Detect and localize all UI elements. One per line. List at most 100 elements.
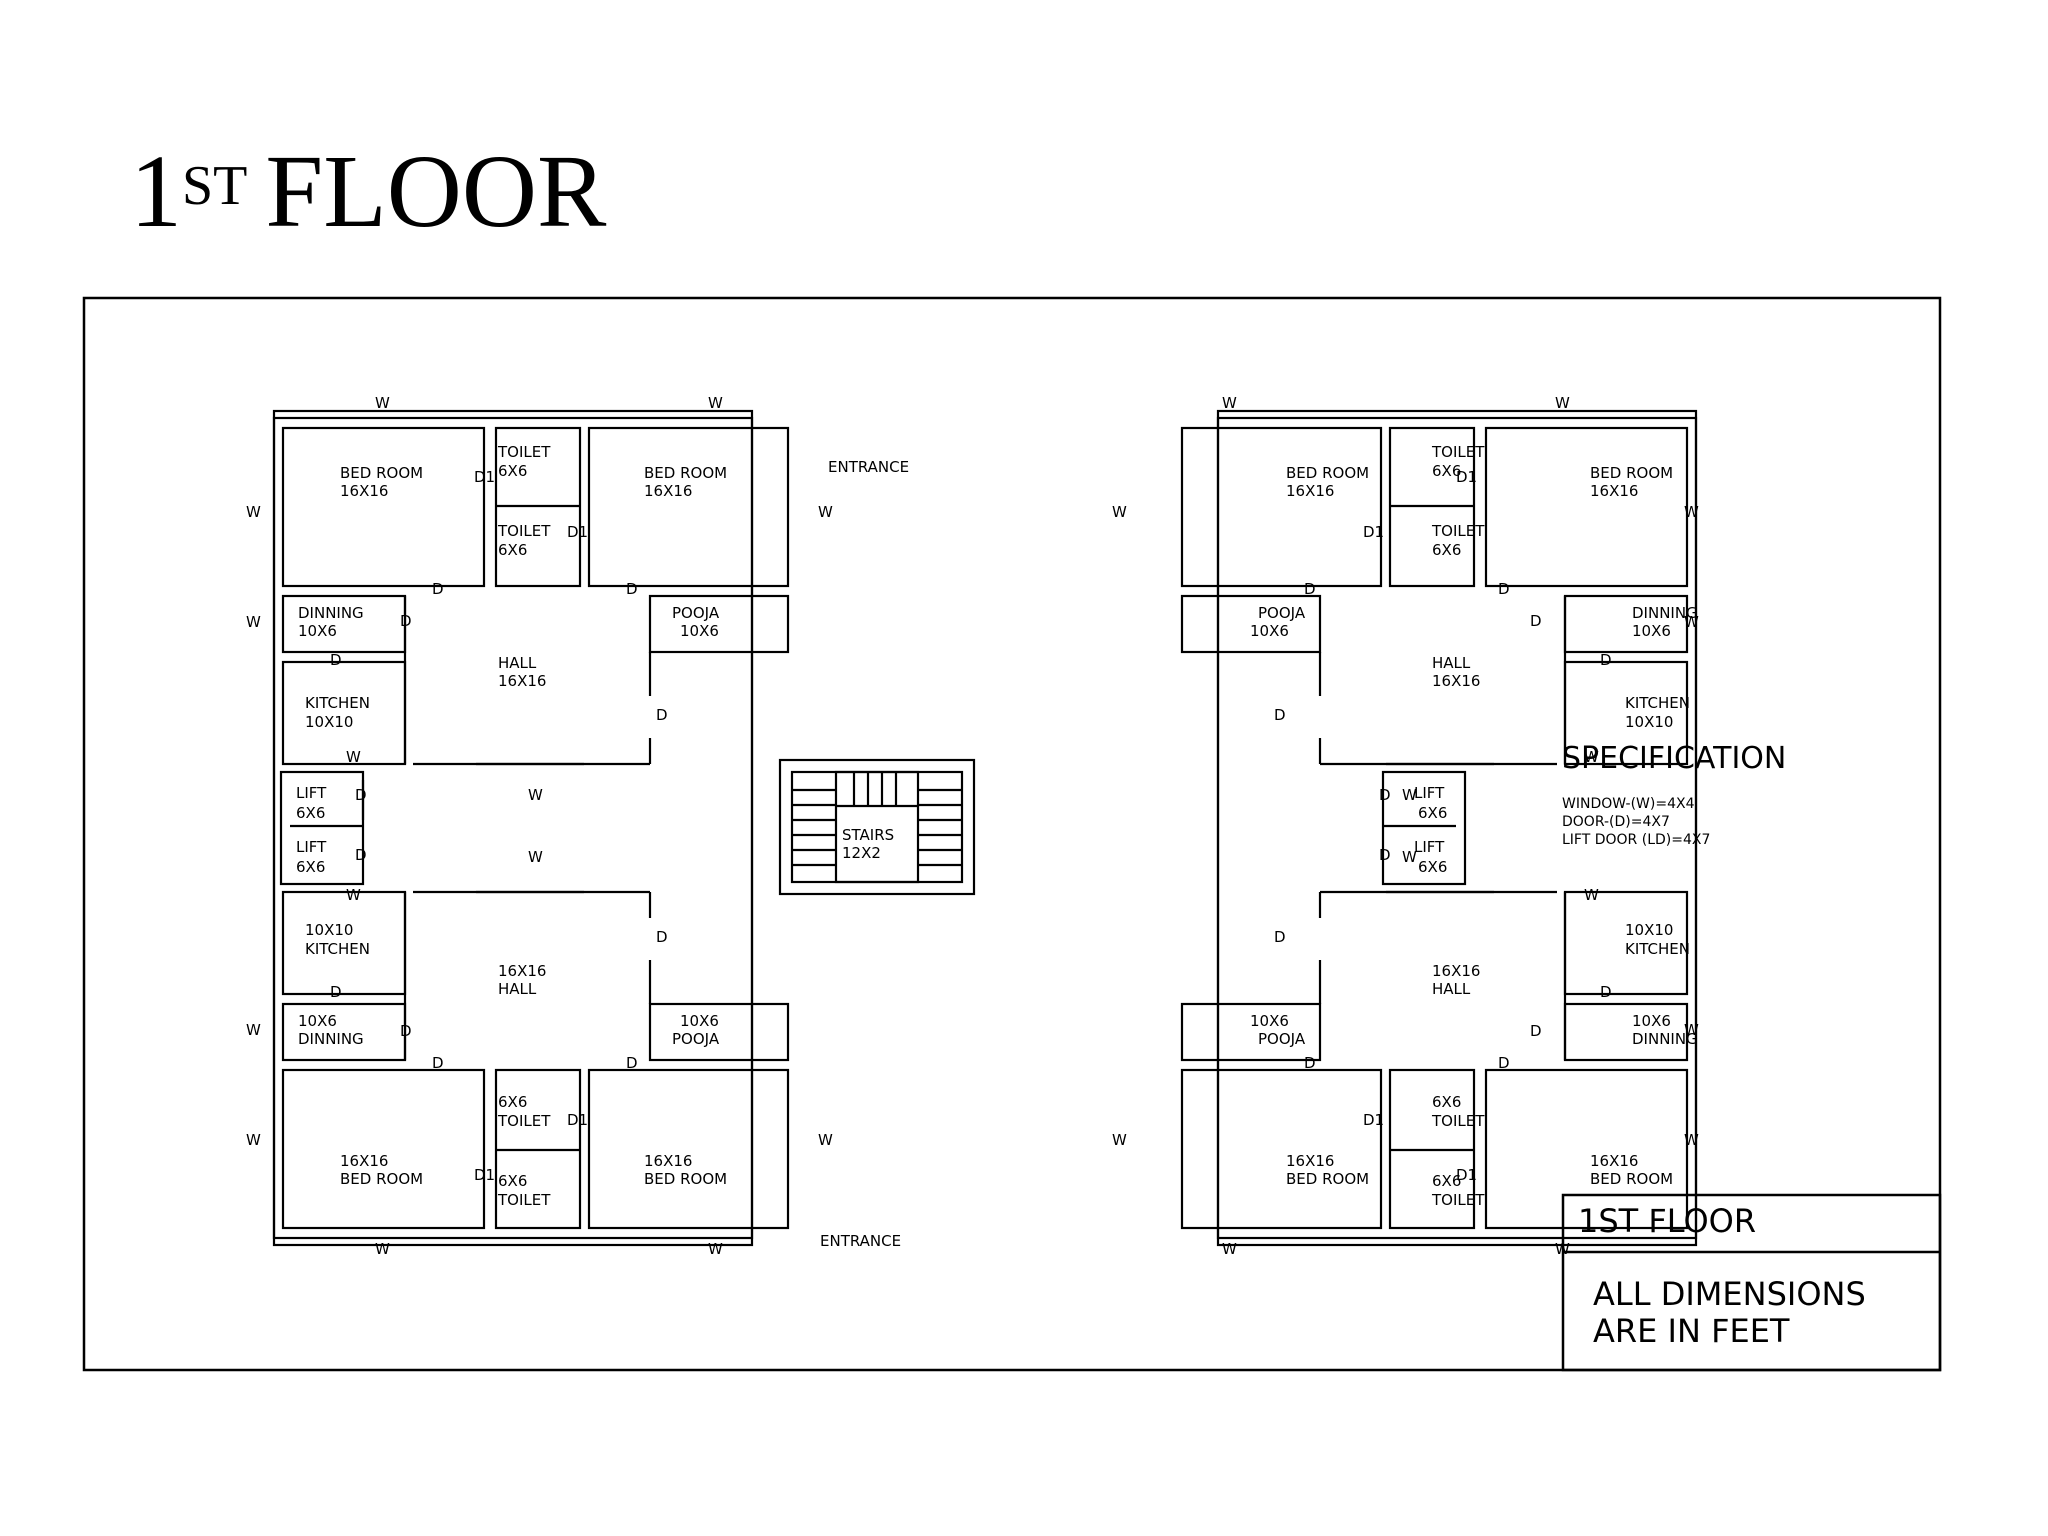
room-label: D <box>1304 1054 1316 1072</box>
room-label: 16X16 <box>340 482 388 500</box>
room-label: BED ROOM <box>644 1170 727 1188</box>
lift-label-2: LIFT <box>296 838 327 856</box>
room-label: 10X10 <box>305 713 353 731</box>
room-wall <box>587 1068 790 1230</box>
room-label: 10X6 <box>1250 1012 1289 1030</box>
room-label: 10X6 <box>680 1012 719 1030</box>
room-label: W <box>1684 1021 1699 1039</box>
room-label: BED ROOM <box>1286 1170 1369 1188</box>
room-label: HALL <box>498 654 537 672</box>
room-label: TOILET <box>1431 443 1485 461</box>
room-label: D <box>1600 983 1612 1001</box>
room-label: DINNING <box>1632 604 1698 622</box>
title-block-note-1: ALL DIMENSIONS <box>1593 1275 1866 1313</box>
room-label: D <box>330 651 342 669</box>
room-label: D1 <box>474 1166 495 1184</box>
room-label: 6X6 <box>1432 1093 1461 1111</box>
room-label: D <box>626 1054 638 1072</box>
specification-lift-door: LIFT DOOR (LD)=4X7 <box>1562 832 1710 848</box>
room-label: BED ROOM <box>644 464 727 482</box>
room-label: 10X6 <box>298 622 337 640</box>
stairs-size: 12X2 <box>842 844 881 862</box>
room-label: W <box>1684 613 1699 631</box>
room-label: BED ROOM <box>1590 1170 1673 1188</box>
room-label: KITCHEN <box>1625 940 1690 958</box>
room-label: D <box>432 1054 444 1072</box>
room-label: D <box>656 928 668 946</box>
room-label: D <box>330 983 342 1001</box>
lift-label-4: LIFT <box>1414 838 1445 856</box>
apartment-unit <box>272 416 790 1247</box>
room-label: TOILET <box>1431 1112 1485 1130</box>
specification-door: DOOR-(D)=4X7 <box>1562 814 1670 830</box>
lift-block-right <box>1381 770 1467 886</box>
title-block-note-2: ARE IN FEET <box>1593 1312 1790 1350</box>
apartment-unit <box>1180 409 1698 1240</box>
room-label: D <box>1274 706 1286 724</box>
room-label: W <box>818 503 833 521</box>
room-label: D1 <box>567 523 588 541</box>
room-label: D1 <box>474 468 495 486</box>
room-label: 10X10 <box>1625 713 1673 731</box>
lift-label-1: LIFT <box>296 784 327 802</box>
room-label: W <box>708 1240 723 1258</box>
room-label: 6X6 <box>498 1093 527 1111</box>
room-label: 6X6 <box>498 1172 527 1190</box>
room-label: 16X16 <box>498 962 546 980</box>
room-label: POOJA <box>1258 604 1306 622</box>
room-label: DINNING <box>1632 1030 1698 1048</box>
lift-size-1: 6X6 <box>296 804 325 822</box>
room-label: W <box>708 394 723 412</box>
room-label: HALL <box>498 980 537 998</box>
room-label: TOILET <box>497 1112 551 1130</box>
room-label: 16X16 <box>644 482 692 500</box>
room-label: W <box>1402 848 1417 866</box>
room-label: W <box>1684 1131 1699 1149</box>
room-label: BED ROOM <box>1590 464 1673 482</box>
lift-block-left <box>279 770 365 886</box>
room-label: KITCHEN <box>305 940 370 958</box>
room-label: D1 <box>1363 523 1384 541</box>
room-label: 10X6 <box>1250 622 1289 640</box>
room-label: 10X6 <box>680 622 719 640</box>
room-wall <box>281 426 486 588</box>
lift-door-mark-1: D <box>355 786 367 804</box>
room-label: D <box>400 612 412 630</box>
room-label: BED ROOM <box>340 464 423 482</box>
room-label: D <box>626 580 638 598</box>
room-wall <box>1180 594 1322 654</box>
room-label: D <box>1274 928 1286 946</box>
room-label: 16X16 <box>1590 482 1638 500</box>
lift-door-mark-4: D <box>1379 846 1391 864</box>
room-label: W <box>246 613 261 631</box>
room-label: 16X16 <box>340 1152 388 1170</box>
room-label: D <box>1530 612 1542 630</box>
room-label: 16X16 <box>1590 1152 1638 1170</box>
room-wall <box>1216 409 1698 1240</box>
room-label: W <box>1584 748 1599 766</box>
room-label: 16X16 <box>1432 962 1480 980</box>
room-label: D <box>400 1022 412 1040</box>
room-label: TOILET <box>1431 1191 1485 1209</box>
drawing-frame <box>82 296 1942 1372</box>
room-label: W <box>818 1131 833 1149</box>
room-label: W <box>1222 1240 1237 1258</box>
room-label: 10X10 <box>305 921 353 939</box>
room-label: TOILET <box>497 443 551 461</box>
room-wall <box>272 409 754 1240</box>
room-wall <box>281 1068 486 1230</box>
room-label: W <box>1402 786 1417 804</box>
room-label: 16X16 <box>1286 482 1334 500</box>
room-label: 6X6 <box>498 462 527 480</box>
room-label: W <box>1584 886 1599 904</box>
specification-heading: SPECIFICATION <box>1562 741 1786 776</box>
lift-door-mark-3: D <box>1379 786 1391 804</box>
room-label: D <box>1498 580 1510 598</box>
floor-plan-walls <box>272 409 1698 1247</box>
room-label: W <box>1684 503 1699 521</box>
room-wall <box>1484 1068 1689 1230</box>
title-block <box>1561 1193 1942 1372</box>
room-wall <box>587 426 790 588</box>
room-label: POOJA <box>1258 1030 1306 1048</box>
